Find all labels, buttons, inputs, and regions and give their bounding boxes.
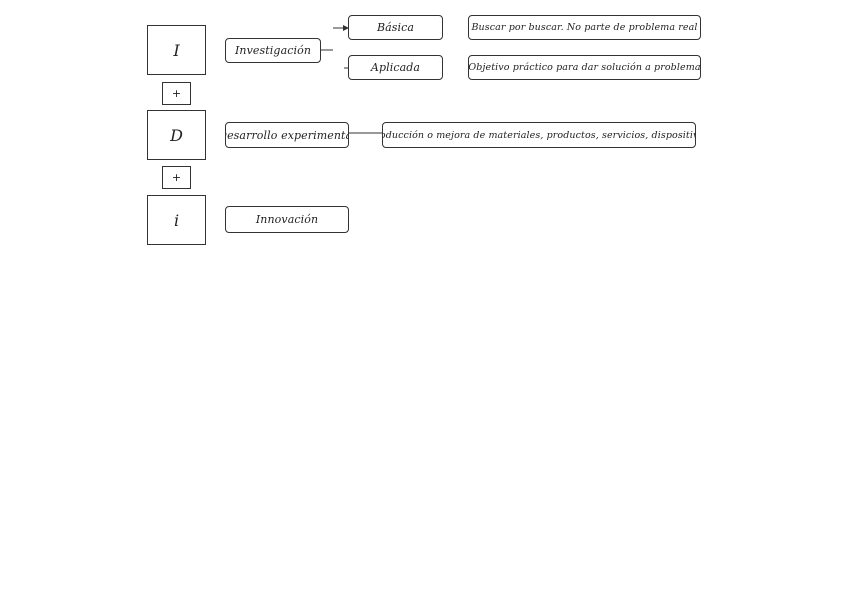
node-innovacion-label: Innovación (255, 213, 319, 226)
plus-box-1: + (162, 82, 191, 105)
plus-sign: + (171, 87, 182, 100)
desc-desarrollo-text: Producción o mejora de materiales, produ… (382, 129, 696, 141)
desc-basica-text: Buscar por buscar. No parte de problema … (471, 22, 698, 33)
desc-desarrollo: Producción o mejora de materiales, produ… (382, 122, 696, 148)
node-investigacion-label: Investigación (234, 44, 312, 57)
plus-box-2: + (162, 166, 191, 189)
letter-d: D (170, 125, 183, 145)
desc-basica: Buscar por buscar. No parte de problema … (468, 15, 701, 40)
letter-i-box: I (147, 25, 206, 75)
plus-sign: + (171, 171, 182, 184)
node-aplicada-label: Aplicada (370, 61, 421, 74)
letter-d-box: D (147, 110, 206, 160)
letter-small-i: i (173, 210, 180, 230)
node-innovacion: Innovación (225, 206, 349, 233)
letter-i: I (173, 40, 180, 60)
node-basica-label: Básica (376, 21, 415, 34)
node-aplicada: Aplicada (348, 55, 443, 80)
letter-small-i-box: i (147, 195, 206, 245)
desc-aplicada: Objetivo práctico para dar solución a pr… (468, 55, 701, 80)
node-investigacion: Investigación (225, 38, 321, 63)
desc-aplicada-text: Objetivo práctico para dar solución a pr… (468, 62, 701, 73)
node-desarrollo-label: Desarrollo experimental (225, 128, 349, 142)
node-desarrollo-experimental: Desarrollo experimental (225, 122, 349, 148)
node-basica: Básica (348, 15, 443, 40)
